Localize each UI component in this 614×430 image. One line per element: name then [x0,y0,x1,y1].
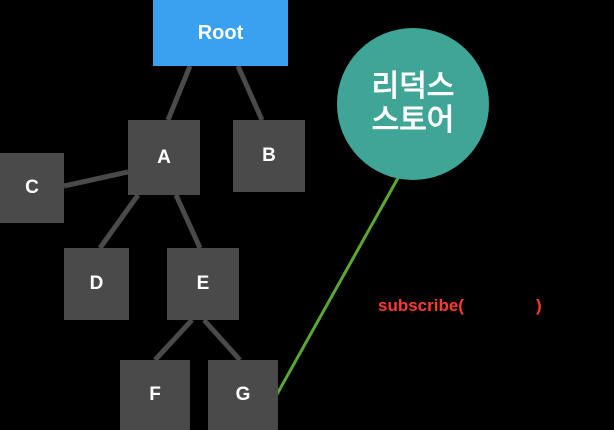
edge-root-a [165,65,193,121]
edge-e-f [153,318,194,362]
node-c: C [0,153,64,223]
node-a: A [128,120,200,195]
node-d: D [64,248,129,320]
node-b-label: B [262,145,276,166]
node-f: F [120,360,190,430]
root-node-label: Root [197,21,244,44]
edge-root-b [235,64,265,122]
store-label-line1: 리덕스 [371,68,455,104]
node-e: E [167,248,239,320]
subscribe-connector-line [274,177,400,397]
node-g-label: G [235,384,251,405]
subscribe-hidden-argument [463,297,536,315]
edge-a-c [63,169,129,189]
edge-e-g [202,318,242,362]
subscribe-call-close: ) [535,296,542,315]
subscribe-call-open: subscribe( [378,296,464,315]
subscribe-call: subscribe() [378,296,542,316]
node-b: B [233,120,305,192]
node-d-label: D [89,273,104,294]
store-label-line2: 스토어 [371,103,455,138]
node-c-label: C [25,177,39,198]
root-node: Root [153,0,288,66]
edge-a-d [97,193,141,250]
node-f-label: F [149,384,161,405]
redux-store-circle: 리덕스 스토어 [337,28,489,180]
node-e-label: E [196,273,210,294]
node-g: G [208,360,278,430]
node-a-label: A [157,146,171,168]
edge-a-e [173,193,203,250]
